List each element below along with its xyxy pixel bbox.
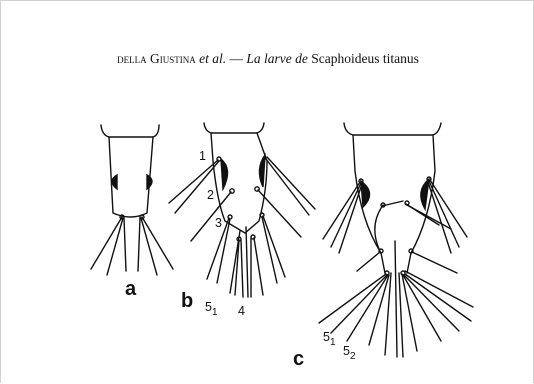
seta-label-3: 3: [215, 216, 222, 230]
seta-label-5-1: 51: [205, 300, 218, 318]
panel-label-c: c: [293, 348, 304, 370]
panel-b-drawing: [169, 123, 315, 297]
panel-label-b: b: [181, 290, 193, 312]
seta-label-c-5-1: 51: [323, 330, 336, 348]
seta-label-c-5-2: 52: [343, 344, 356, 362]
panel-c-drawing: [319, 123, 473, 357]
panel-label-a: a: [125, 278, 137, 300]
seta-label-2: 2: [207, 188, 214, 202]
seta-label-4: 4: [238, 304, 245, 318]
panel-a-drawing: [91, 125, 173, 275]
seta-label-1: 1: [199, 149, 206, 163]
